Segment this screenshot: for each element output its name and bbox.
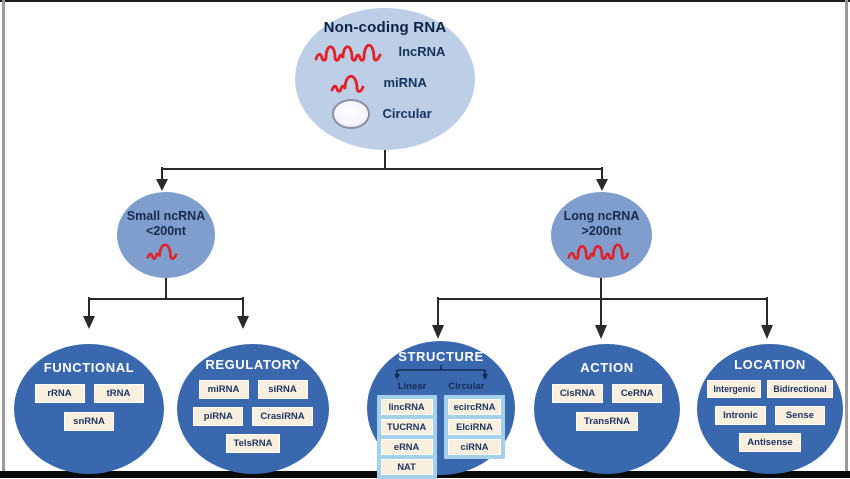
rna-type-box: piRNA	[193, 407, 244, 426]
rna-type-box: ElciRNA	[447, 419, 502, 435]
node-long-ncrna: Long ncRNA >200nt	[551, 192, 652, 278]
rna-type-box: Intronic	[715, 406, 766, 425]
root-item-circular: Circular	[330, 98, 441, 129]
short-rna-icon	[330, 74, 364, 93]
node-noncoding-rna: Non-coding RNA lncRNA miRNA Circular	[295, 8, 475, 150]
subcol-label-linear: Linear	[397, 381, 427, 392]
rna-type-box: lincRNA	[380, 399, 433, 415]
rna-type-box: NAT	[380, 459, 433, 475]
rna-type-box: TelsRNA	[225, 434, 281, 453]
group-title: STRUCTURE	[398, 349, 484, 364]
long-ncrna-size: >200nt	[581, 224, 622, 238]
long-ncrna-title: Long ncRNA	[563, 209, 640, 223]
group-location: LOCATION Intergenic Bidirectional Intron…	[697, 344, 843, 474]
group-functional: FUNCTIONAL rRNA tRNA snRNA	[14, 344, 164, 474]
rna-type-box: snRNA	[64, 412, 114, 431]
group-title: FUNCTIONAL	[43, 360, 135, 375]
circular-panel: ecircRNA ElciRNA ciRNA	[443, 395, 506, 459]
group-action: ACTION CisRNA CeRNA TransRNA	[534, 344, 680, 474]
rna-type-box: TUCRNA	[380, 419, 433, 435]
image-border-top	[0, 0, 850, 2]
root-item-lncrna: lncRNA	[314, 36, 457, 67]
rna-type-box: CrasiRNA	[252, 407, 313, 426]
root-item-label: lncRNA	[398, 44, 446, 59]
linear-circular-bracket	[394, 365, 488, 380]
rna-type-box: Sense	[774, 406, 825, 425]
root-item-label: Circular	[382, 106, 432, 121]
group-title: REGULATORY	[205, 357, 301, 372]
short-rna-icon	[146, 243, 178, 260]
circular-rna-icon	[331, 98, 370, 129]
rna-type-box: Antisense	[739, 433, 801, 452]
root-item-mirna: miRNA	[329, 67, 442, 98]
rna-type-box: siRNA	[257, 380, 308, 399]
small-ncrna-title: Small ncRNA	[126, 209, 206, 223]
image-border-right	[845, 0, 848, 478]
rna-type-box: eRNA	[380, 439, 433, 455]
linear-panel: lincRNA TUCRNA eRNA NAT	[376, 395, 437, 479]
rna-type-box: Bidirectional	[767, 380, 833, 398]
long-rna-icon	[314, 43, 381, 62]
group-title: ACTION	[580, 360, 634, 375]
rna-type-box: CeRNA	[612, 384, 663, 403]
rna-type-box: CisRNA	[551, 384, 604, 403]
node-small-ncrna: Small ncRNA <200nt	[117, 192, 215, 278]
rna-type-box: TransRNA	[576, 412, 638, 431]
rna-type-box: ciRNA	[447, 439, 502, 455]
subcol-label-circular: Circular	[448, 381, 485, 392]
rna-type-box: miRNA	[198, 380, 249, 399]
group-structure: STRUCTURE Linear Circular lincRNA TUCRNA…	[367, 341, 515, 479]
root-title: Non-coding RNA	[323, 19, 447, 36]
group-title: LOCATION	[734, 357, 806, 372]
rna-type-box: tRNA	[93, 384, 144, 403]
rna-type-box: rRNA	[34, 384, 85, 403]
group-regulatory: REGULATORY miRNA siRNA piRNA CrasiRNA Te…	[177, 344, 329, 474]
small-ncrna-size: <200nt	[146, 224, 186, 238]
root-item-label: miRNA	[383, 75, 427, 90]
rna-type-box: ecircRNA	[447, 399, 502, 415]
rna-type-box: Intergenic	[707, 380, 762, 398]
image-border-left	[2, 0, 5, 478]
long-rna-icon	[566, 243, 629, 260]
